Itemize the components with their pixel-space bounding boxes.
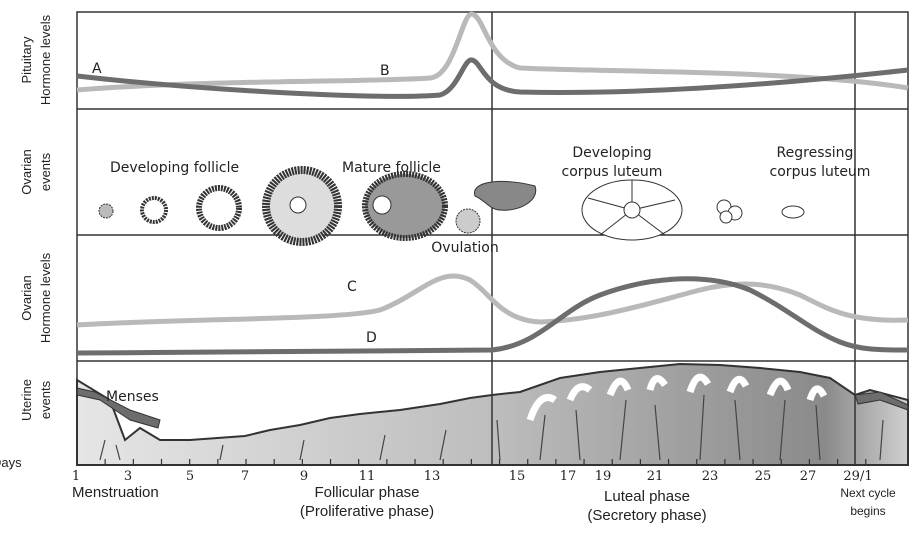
curve-label-b: B [380, 63, 390, 79]
day-tick-label: 21 [647, 469, 664, 484]
curve-label-d: D [366, 330, 377, 346]
developing-cl-label-2: corpus luteum [562, 164, 663, 180]
curve-b-light [76, 11, 909, 93]
day-tick-label: 23 [702, 469, 719, 484]
phase-next-cycle-sub: begins [850, 504, 885, 518]
ovulation-label: Ovulation [431, 240, 498, 256]
svg-text:Hormone levels: Hormone levels [38, 14, 53, 105]
day-tick-label: 17 [560, 469, 577, 484]
day-tick-label: 29/1 [843, 469, 872, 484]
side-label-pituitary: Pituitary Hormone levels [19, 14, 53, 105]
svg-text:Ovarian: Ovarian [19, 275, 34, 321]
developing-follicle-label: Developing follicle [110, 160, 239, 176]
regressing-cl-label-2: corpus luteum [770, 164, 871, 180]
regressing-cl-label-1: Regressing [777, 145, 854, 161]
mature-follicle-label: Mature follicle [342, 160, 441, 176]
svg-text:Uterine: Uterine [19, 379, 34, 421]
day-tick-label: 19 [595, 469, 612, 484]
follicles [98, 166, 805, 246]
side-label-uterine: Uterine events [19, 379, 53, 421]
day-ticks [76, 459, 867, 465]
day-tick-label: 1 [72, 469, 80, 484]
day-tick-label: 25 [755, 469, 772, 484]
day-tick-label: 5 [186, 469, 194, 484]
curve-d-dark [76, 276, 909, 356]
developing-cl-label-1: Developing [572, 145, 651, 161]
day-tick-label: 9 [300, 469, 308, 484]
side-label-ovarian-events: Ovarian events [19, 149, 53, 195]
side-label-ovarian-hormones: Ovarian Hormone levels [19, 252, 53, 343]
svg-text:events: events [38, 380, 53, 419]
day-tick-label: 13 [424, 469, 441, 484]
day-tick-label: 7 [241, 469, 249, 484]
phase-luteal: Luteal phase [604, 488, 690, 505]
curve-label-a: A [92, 61, 102, 77]
svg-text:events: events [38, 152, 53, 191]
phase-menstruation: Menstruation [72, 484, 159, 501]
day-tick-label: 27 [800, 469, 817, 484]
menses-label: Menses [106, 389, 159, 405]
curve-a-dark [76, 57, 909, 99]
day-tick-label: 15 [509, 469, 526, 484]
day-tick-label: 3 [124, 469, 132, 484]
phase-next-cycle: Next cycle [840, 486, 896, 500]
phase-luteal-sub: (Secretory phase) [587, 507, 706, 524]
day-tick-label: 11 [359, 469, 376, 484]
day-axis: 1 3 5 7 9 11 13 15 17 19 21 23 25 27 29/… [72, 469, 873, 484]
phase-follicular-sub: (Proliferative phase) [300, 503, 434, 520]
curve-c-light [76, 273, 909, 328]
days-label: Days [0, 455, 22, 470]
curve-label-c: C [347, 279, 357, 295]
svg-text:Hormone levels: Hormone levels [38, 252, 53, 343]
phase-follicular: Follicular phase [314, 484, 419, 501]
panel-borders [76, 11, 909, 466]
svg-text:Ovarian: Ovarian [19, 149, 34, 195]
svg-text:Pituitary: Pituitary [19, 36, 34, 83]
